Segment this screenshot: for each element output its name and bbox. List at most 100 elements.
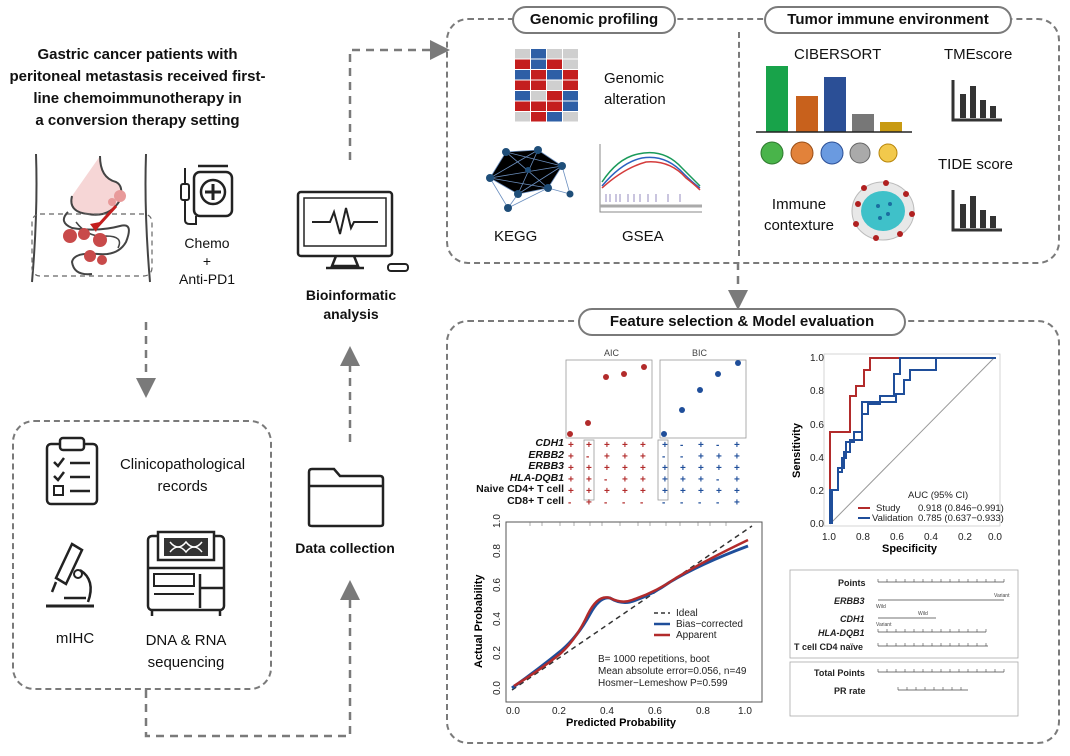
clipboard-icon: [45, 436, 99, 506]
heatmap-cell: [547, 112, 562, 122]
aic-sign: +: [568, 452, 574, 463]
bic-sign: +: [698, 440, 704, 451]
aic-sign: +: [604, 440, 610, 451]
bic-sign: +: [698, 475, 704, 486]
records-line-1: Clinicopathological: [119, 456, 246, 473]
bic-sign: +: [662, 475, 668, 486]
heatmap-cell: [563, 80, 578, 90]
heatmap-cell: [515, 80, 530, 90]
bioinformatic-label: Bioinformatic analysis: [286, 286, 416, 324]
cal-note-1: B= 1000 repetitions, boot: [598, 654, 710, 665]
bic-sign: -: [662, 498, 665, 509]
heatmap-cell: [563, 70, 578, 80]
mihc-label: mIHC: [55, 630, 95, 647]
cal-ytick-08: 0.8: [492, 544, 503, 558]
nomo-total: Total Points: [814, 668, 865, 678]
bic-sign: +: [734, 440, 740, 451]
roc-xtick-00: 0.0: [988, 532, 1002, 543]
nomo-cdh1: CDH1: [840, 614, 865, 624]
roc-legend-study: Study: [876, 503, 901, 514]
heatmap-cell: [515, 112, 530, 122]
roc-xtick-08: 0.8: [856, 532, 870, 543]
aic-sign: +: [622, 452, 628, 463]
bic-sign: +: [698, 463, 704, 474]
heatmap-cell: [515, 70, 530, 80]
profiling-divider: [738, 32, 740, 256]
aic-sign: +: [604, 463, 610, 474]
heatmap-cell: [547, 80, 562, 90]
cal-ytick-02: 0.2: [492, 646, 503, 660]
sequencer-icon: [146, 530, 226, 616]
nomo-erbb3-variant: Variant: [994, 593, 1010, 599]
heatmap-cell: [547, 101, 562, 111]
bioinformatic-line-1: Bioinformatic: [305, 287, 397, 303]
genomic-alteration-label: Genomic alteration: [604, 68, 666, 110]
bic-sign: -: [716, 440, 719, 451]
profiling-box: [446, 18, 1060, 264]
bic-sign: +: [680, 475, 686, 486]
aic-sign: +: [640, 486, 646, 497]
treatment-antipd1: Anti-PD1: [178, 271, 236, 287]
bic-sign: +: [716, 486, 722, 497]
sequencing-line-2: sequencing: [147, 654, 225, 671]
data-collection-label: Data collection: [295, 540, 395, 556]
genomic-profiling-title: Genomic profiling: [512, 6, 676, 34]
aic-sign: +: [622, 440, 628, 451]
roc-curve-plot: 1.0 0.8 0.6 0.4 0.2 0.0 1.0 0.8 0.6 0.4 …: [791, 353, 1004, 555]
nomo-points: Points: [838, 578, 866, 588]
heatmap-cell: [531, 101, 546, 111]
bic-sign: +: [734, 463, 740, 474]
var-cdh1: CDH1: [535, 437, 564, 449]
aic-sign: +: [622, 463, 628, 474]
gsea-label: GSEA: [622, 228, 664, 245]
tmescore-chart-icon: [951, 80, 1002, 122]
stomach-illustration: [31, 153, 153, 283]
patient-description: Gastric cancer patients with peritoneal …: [0, 44, 275, 132]
roc-xlabel: Specificity: [882, 543, 938, 555]
folder-icon: [307, 467, 385, 528]
heatmap-cell: [563, 91, 578, 101]
bic-sign: +: [734, 452, 740, 463]
cibersort-bar-chart: [756, 66, 912, 133]
aic-sign: +: [586, 475, 592, 486]
kegg-network-graphic: [486, 146, 574, 212]
bic-sign: +: [734, 486, 740, 497]
heatmap-cell: [531, 59, 546, 69]
bic-sign: +: [662, 463, 668, 474]
bic-sign: -: [662, 452, 665, 463]
sequencing-label: DNA & RNA sequencing: [116, 630, 256, 674]
roc-legend-title: AUC (95% CI): [908, 490, 968, 501]
bic-sign: +: [680, 486, 686, 497]
heatmap-cell: [515, 49, 530, 59]
cal-legend-bias: Bias−corrected: [676, 619, 743, 630]
aic-sign: +: [622, 475, 628, 486]
heatmap-cell: [563, 49, 578, 59]
patient-line-1: Gastric cancer patients with: [37, 46, 238, 63]
bic-sign: +: [698, 486, 704, 497]
heatmap-cell: [531, 70, 546, 80]
patient-line-2: peritoneal metastasis received first-: [9, 68, 266, 85]
calibration-plot: 0.0 0.2 0.4 0.6 0.8 1.0 0.0 0.2 0.4 0.6 …: [473, 514, 763, 729]
roc-xtick-06: 0.6: [890, 532, 904, 543]
immune-contexture-line-2: contexture: [763, 217, 835, 234]
nomo-cdh1-wild: Wild: [918, 611, 928, 617]
tumor-immune-title: Tumor immune environment: [764, 6, 1012, 34]
microscope-icon: [46, 542, 94, 608]
heatmap-cell: [531, 91, 546, 101]
bic-label: BIC: [692, 348, 708, 358]
aic-sign: +: [568, 440, 574, 451]
heatmap-cell: [547, 70, 562, 80]
var-cd8: CD8+ T cell: [507, 494, 564, 507]
roc-legend-validation-value: 0.785 (0.637−0.933): [918, 513, 1004, 524]
genomic-heatmap: [515, 49, 578, 122]
cal-xtick-02: 0.2: [552, 706, 566, 717]
heatmap-cell: [515, 91, 530, 101]
aic-sign: +: [640, 440, 646, 451]
aic-sign: -: [640, 498, 643, 509]
roc-xtick-02: 0.2: [958, 532, 972, 543]
cal-note-3: Hosmer−Lemeshow P=0.599: [598, 678, 728, 689]
roc-ytick-08: 0.8: [810, 386, 824, 397]
aic-sign: -: [604, 475, 607, 486]
aic-sign: +: [568, 463, 574, 474]
